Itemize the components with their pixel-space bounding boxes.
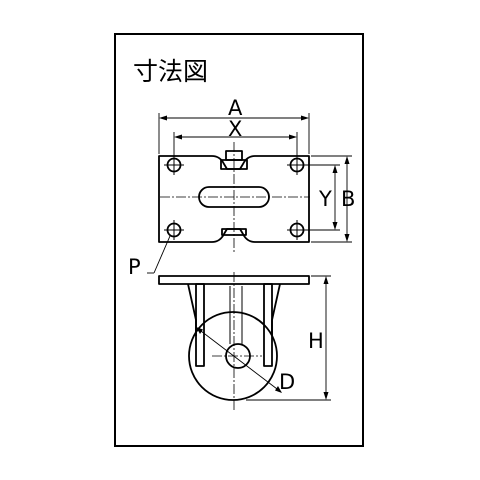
fork-leg-right bbox=[263, 283, 273, 367]
mount-hole-bottom-left bbox=[164, 220, 184, 240]
leader-p bbox=[147, 235, 171, 274]
mount-hole-top-left bbox=[164, 155, 184, 175]
dimension-h bbox=[246, 275, 331, 401]
mount-hole-bottom-right bbox=[287, 220, 307, 240]
label-p: P bbox=[128, 255, 141, 279]
fork-leg-left bbox=[195, 283, 205, 367]
diagram-title: 寸法図 bbox=[133, 57, 208, 86]
dimension-b bbox=[311, 155, 352, 243]
label-h: H bbox=[308, 329, 324, 353]
label-a: A bbox=[228, 96, 243, 120]
label-y: Y bbox=[318, 187, 332, 211]
side-view-caster bbox=[158, 272, 310, 410]
wheel bbox=[188, 311, 278, 401]
label-x: X bbox=[228, 117, 242, 141]
dimension-x bbox=[173, 132, 298, 156]
label-b: B bbox=[341, 187, 355, 211]
label-d: D bbox=[279, 370, 295, 394]
dimension-y bbox=[306, 164, 340, 231]
diagram-frame bbox=[114, 33, 364, 447]
dimension-d bbox=[196, 327, 282, 393]
top-view-plate bbox=[158, 142, 310, 252]
plate-outline bbox=[158, 155, 310, 243]
dimension-a bbox=[158, 113, 310, 154]
mount-hole-top-right bbox=[287, 155, 307, 175]
